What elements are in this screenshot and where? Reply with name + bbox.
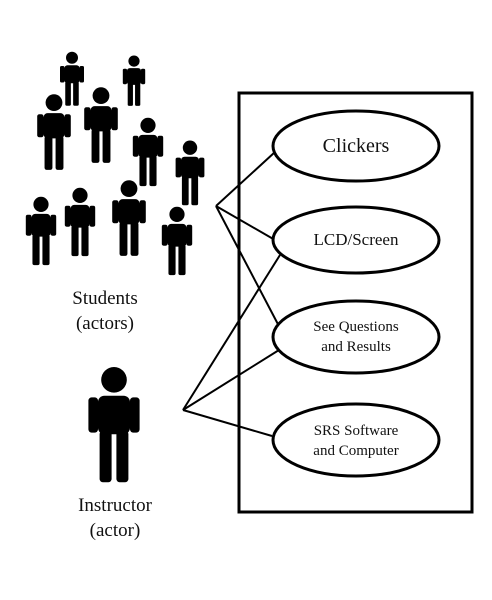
association-students-clickers [215,151,276,207]
association-students-lcd [215,205,276,241]
use-case-see-questions [271,299,441,375]
use-case-lcd-text: LCD/Screen [313,230,399,249]
students-label: Students (actors) [30,286,180,336]
use-case-questions-line2: and Results [321,339,391,355]
instructor-subtitle: (actor) [89,520,141,541]
use-case-srs-software [271,402,441,478]
use-case-lcd-screen [271,205,441,275]
use-case-clickers-text: Clickers [322,135,390,157]
use-case-lcd-label: LCD/Screen [281,229,431,251]
student-actor-icon [60,51,84,106]
student-actor-icon [122,55,146,106]
student-actor-icon [132,117,164,187]
use-case-clickers [271,109,441,183]
use-case-software-line1: SRS Software [313,423,399,439]
students-subtitle: (actors) [75,313,135,334]
student-actor-icon [64,187,96,257]
student-actor-icon [84,87,118,163]
student-actor-icon [112,180,146,256]
instructor-actor-icon [88,367,140,483]
students-title: Students [72,288,138,309]
instructor-title: Instructor [78,495,152,516]
student-actor-icon [161,206,193,276]
association-students-questions [215,205,282,331]
use-case-questions-label: See Questions and Results [281,317,431,357]
use-case-clickers-label: Clickers [281,134,431,158]
association-instructor-lcd [182,254,281,411]
use-case-software-line2: and Computer [313,443,399,459]
student-actor-icon [37,94,71,170]
student-actor-icon [25,196,57,266]
association-instructor-questions [182,349,280,411]
association-instructor-software [182,409,273,437]
student-actor-icon [175,140,205,206]
system-boundary [237,91,474,514]
instructor-label: Instructor (actor) [40,493,190,543]
use-case-software-label: SRS Software and Computer [281,421,431,461]
use-case-questions-line1: See Questions [313,319,399,335]
